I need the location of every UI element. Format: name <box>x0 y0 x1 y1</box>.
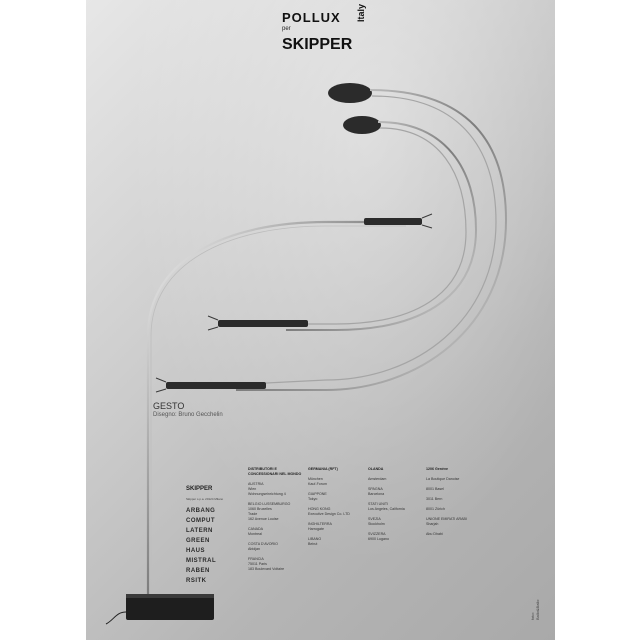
lamp-head-low-1 <box>155 377 266 393</box>
lamp-base-top <box>126 594 214 598</box>
lamp-arc-2 <box>245 95 497 385</box>
distributor-heading: 1206 Genève <box>426 467 448 471</box>
logo-item: RSITK <box>186 578 207 584</box>
poster: POLLUX per SKIPPER Italy <box>86 0 555 640</box>
lamp-cable <box>105 611 127 625</box>
photo-credit: foto: Ballo&Ballo <box>530 599 540 620</box>
lamp-head-top-1 <box>328 83 372 103</box>
distributor-column-2: GERMANIA (RFT) München Kauf-Forum GIAPPO… <box>308 462 366 552</box>
distributor-column-1: DISTRIBUTORI E CONCESSIONARI NEL MONDO A… <box>248 462 306 577</box>
lamp-base <box>126 596 214 620</box>
logo-list: ARBANG COMPUT LATERN GREEN HAUS MISTRAL … <box>186 506 216 586</box>
product-name: GESTO <box>153 401 185 411</box>
brand-skipper-logo: SKIPPER <box>282 36 353 53</box>
logo-item: GREEN <box>186 538 210 544</box>
distributor-column-3: OLANDA Amsterdam SPAGNA Barcelona STATI … <box>368 462 426 547</box>
lamp-arc-1 <box>236 89 508 391</box>
logo-item: HAUS <box>186 548 206 554</box>
background-gradient <box>86 0 555 640</box>
logo-item: RABEN <box>186 568 210 574</box>
distributor-heading: DISTRIBUTORI E CONCESSIONARI NEL MONDO <box>248 467 302 476</box>
distributor-lines: München Kauf-Forum GIAPPONE Tokyo HONG K… <box>308 477 350 546</box>
lamp-arm-large <box>146 220 406 594</box>
lamp-arc-4 <box>296 127 467 325</box>
lamp-arm-large-inner <box>150 225 406 594</box>
lamp-illustration <box>105 83 508 625</box>
product-designer: Disegno: Bruno Gecchelin <box>153 412 223 418</box>
brand-per-label: per <box>282 26 291 32</box>
distributor-heading: GERMANIA (RFT) <box>308 467 338 471</box>
mini-skipper-logo: SKIPPER <box>186 486 213 492</box>
distributor-lines: AUSTRIA Wien Wohnungseinrichtung 4 BELGI… <box>248 482 291 571</box>
lamp-arc-3 <box>286 121 478 331</box>
mini-logo-address: Skipper s.p.a. 20124 Milano <box>186 497 224 501</box>
lamp-head-mid <box>207 315 308 331</box>
distributor-lines: La Boutique Danoise 8001 Basel 3011 Bern… <box>426 477 467 536</box>
lamp-head-top-2 <box>343 116 381 134</box>
logo-item: MISTRAL <box>186 558 217 564</box>
distributor-column-4: 1206 Genève La Boutique Danoise 8001 Bas… <box>426 462 484 542</box>
distributor-heading: OLANDA <box>368 467 384 471</box>
logo-item: LATERN <box>186 528 213 534</box>
logo-item: ARBANG <box>186 508 216 514</box>
logo-item: COMPUT <box>186 518 215 524</box>
brand-pollux-logo: POLLUX <box>282 10 341 25</box>
distributor-lines: Amsterdam SPAGNA Barcelona STATI UNITI L… <box>368 477 405 541</box>
lamp-head-high <box>364 213 433 229</box>
